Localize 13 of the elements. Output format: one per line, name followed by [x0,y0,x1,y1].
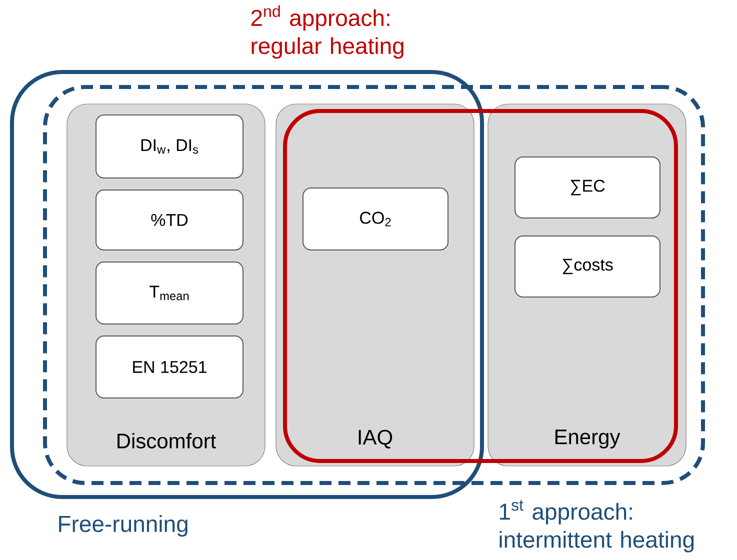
metric-box: CO$_{2}$ [302,188,448,250]
group-label: Free-running [59,515,188,537]
metric-box: DI$_{w}$, DI$_{s}$ [96,114,244,178]
metric-box: EN 15251 [96,336,244,398]
group-label: 1$^{st}$ approach: intermittent heating [500,500,694,552]
metric-box: ∑EC [514,156,660,218]
group-outline [283,109,678,463]
metric-box: T$_{mean}$ [96,262,244,324]
group-label: 2$^{nd}$ approach: regular heating [251,5,404,59]
group-outline [10,70,484,499]
metric-box: ∑costs [514,236,660,298]
group-outline [43,85,705,485]
metric-box: %TD [96,190,244,250]
